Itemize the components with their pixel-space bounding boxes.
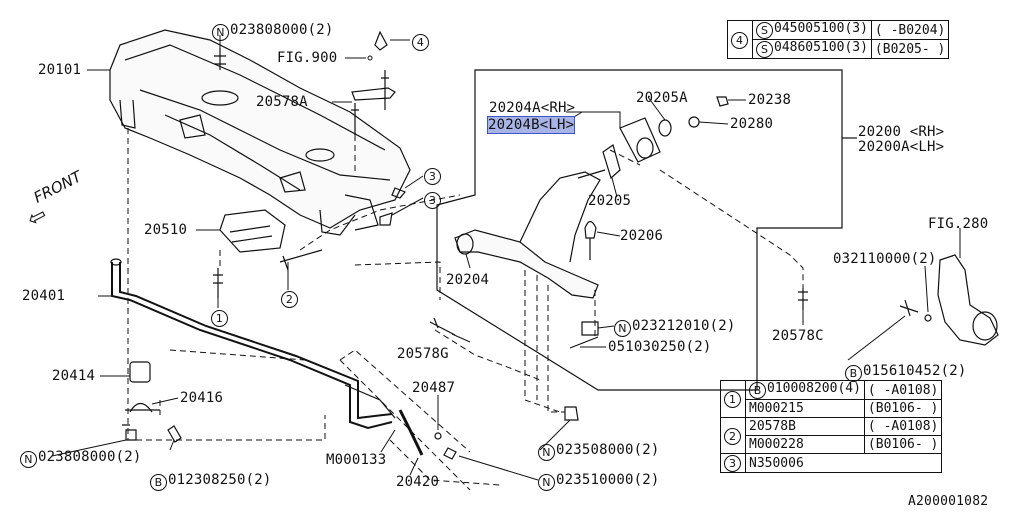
- callout-3b: 3: [424, 190, 442, 209]
- callout-circle: 3: [724, 455, 741, 472]
- table-key: 1: [720, 380, 746, 418]
- crossmember-shape: [109, 29, 411, 236]
- b-prefix-icon: B: [150, 474, 167, 491]
- label-arm-lh: 20204B<LH>: [486, 116, 576, 134]
- table-cell-range: ( -B0204): [870, 20, 950, 40]
- callout-circle: 4: [731, 31, 748, 49]
- label-bolt-c: 20578C: [772, 328, 824, 344]
- label-bolt-b-text: 012308250(2): [168, 472, 272, 488]
- label-stabilizer: 20401: [22, 288, 66, 304]
- callout-4: 4: [412, 32, 430, 51]
- s-prefix-icon: S: [756, 22, 773, 39]
- label-nut-023212010-text: 023212010(2): [632, 318, 736, 334]
- table-cell-range: (B0106- ): [863, 399, 943, 418]
- callout-circle: 1: [724, 391, 741, 408]
- label-washer-20280: 20280: [730, 116, 774, 132]
- table-cell-part: M000228: [745, 435, 865, 454]
- footer-code: A200001082: [908, 494, 989, 509]
- n-prefix-icon: N: [212, 24, 229, 41]
- part-number: 045005100(3): [774, 21, 868, 36]
- label-crossmember: 20101: [38, 62, 82, 78]
- table-row: M000215 (B0106- ): [721, 399, 943, 418]
- part-number: 048605100(3): [774, 40, 868, 55]
- n-prefix-icon: N: [538, 474, 555, 491]
- label-nut-top-text: 023808000(2): [230, 22, 334, 38]
- label-arm-rh: 20204A<RH>: [489, 100, 576, 116]
- label-link-m: M000133: [326, 452, 387, 468]
- table-cell-range: (B0205- ): [870, 39, 950, 59]
- table-row: M000228 (B0106- ): [721, 435, 943, 454]
- table-cell-part: M000215: [745, 399, 865, 418]
- table-cell-part: 20578B: [745, 417, 865, 436]
- label-washer: 20487: [412, 380, 456, 396]
- label-arm-bush: 20204: [446, 272, 490, 288]
- n-prefix-icon: N: [20, 451, 37, 468]
- callout-1: 1: [211, 308, 229, 327]
- n-prefix-icon: N: [538, 444, 555, 461]
- label-fig900: FIG.900: [277, 50, 338, 66]
- table-row: 3 N350006: [720, 453, 943, 473]
- callout-circle: 3: [424, 192, 441, 209]
- table-row: 2 20578B ( -A0108): [720, 417, 943, 454]
- label-fig280: FIG.280: [928, 216, 989, 232]
- callout-circle: 1: [211, 310, 228, 327]
- label-nut-bottom-text: 023808000(2): [38, 449, 142, 465]
- callout-3a: 3: [424, 166, 442, 185]
- label-arm-assy-lh: 20200A<LH>: [858, 139, 945, 155]
- part-number: 010008200(4): [767, 381, 861, 396]
- b-prefix-icon: B: [749, 382, 766, 399]
- callout-circle: 4: [412, 34, 429, 51]
- label-arm-assy-rh: 20200 <RH>: [858, 124, 945, 140]
- table-cell-range: (B0106- ): [863, 435, 943, 454]
- label-stab-clamp: 20416: [180, 390, 224, 406]
- label-nut-023510000-text: 023510000(2): [556, 472, 660, 488]
- table-key: 4: [727, 20, 753, 59]
- table-key: 2: [720, 417, 746, 454]
- n-prefix-icon: N: [614, 320, 631, 337]
- callout-circle: 2: [724, 427, 741, 445]
- label-pin: 051030250(2): [608, 339, 712, 355]
- label-bolt-g: 20578G: [397, 346, 449, 362]
- table-cell-range: ( -A0108): [863, 417, 943, 436]
- label-stab-bush: 20414: [52, 368, 96, 384]
- label-bracket: 20578A: [256, 94, 308, 110]
- table-cell-range: ( -A0108): [863, 380, 943, 400]
- label-bushing-plate: 20510: [144, 222, 188, 238]
- s-prefix-icon: S: [756, 41, 773, 58]
- label-balljoint: 20206: [620, 228, 664, 244]
- label-bolt-015610452-text: 015610452(2): [863, 363, 967, 379]
- table-key: 3: [720, 453, 746, 473]
- callout-2: 2: [281, 289, 299, 308]
- table-cell-part: N350006: [744, 453, 943, 473]
- label-nut-023508000-text: 023508000(2): [556, 442, 660, 458]
- label-bush-a: 20205A: [636, 90, 688, 106]
- highlighted-part: 20204B<LH>: [486, 116, 576, 134]
- label-nut-032110000: 032110000(2): [833, 251, 937, 267]
- callout-circle: 2: [281, 291, 298, 308]
- label-link: 20420: [396, 474, 440, 490]
- callout-circle: 3: [424, 168, 441, 185]
- label-bush-front: 20205: [588, 193, 632, 209]
- label-nut-20238: 20238: [748, 92, 792, 108]
